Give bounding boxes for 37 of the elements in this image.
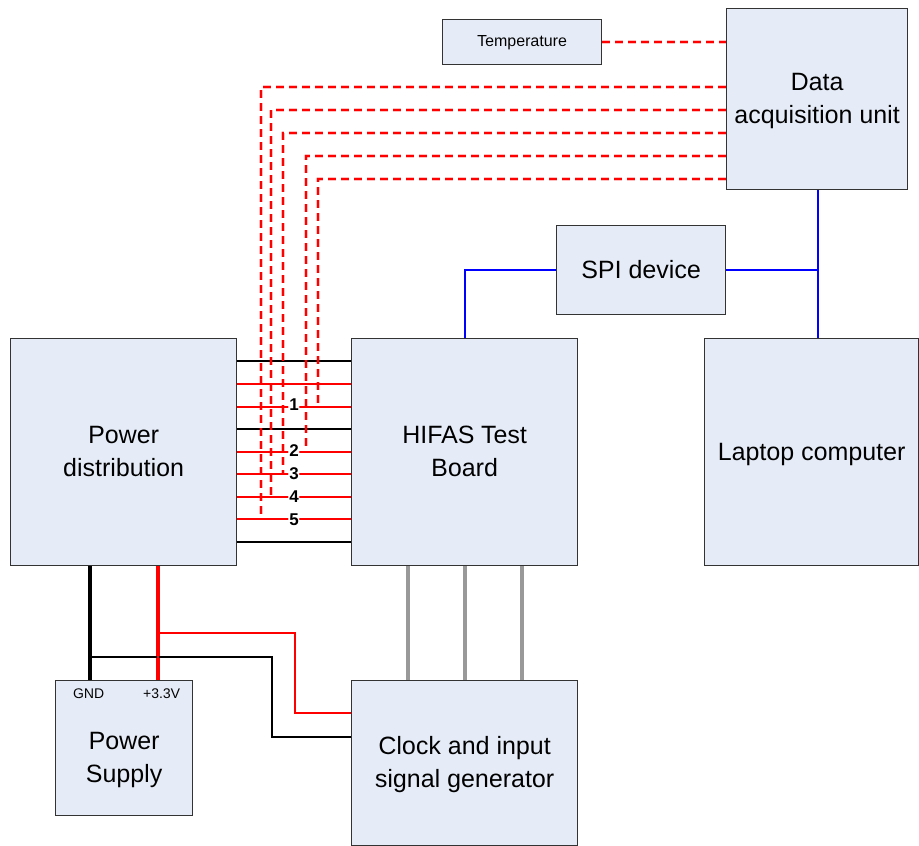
power-distribution-box [10, 338, 237, 566]
wire [237, 428, 351, 430]
pin-label: GND [73, 685, 104, 701]
wire [237, 518, 351, 520]
wire [156, 566, 160, 680]
sensor-box [442, 19, 602, 65]
box-title: Temperature [477, 32, 567, 52]
wire [157, 632, 351, 714]
wire [237, 406, 351, 408]
wire [89, 656, 351, 738]
box-title: Power distribution [62, 420, 185, 484]
pin-label: +3.3V [143, 685, 180, 701]
wire [520, 566, 524, 680]
wire [237, 383, 351, 385]
wire [237, 496, 351, 498]
wire [237, 541, 351, 543]
daq-box [726, 8, 908, 190]
box-title: Clock and input signal generator [374, 731, 556, 795]
wire [88, 566, 92, 680]
dashed-wire [602, 40, 726, 44]
box-title: Power Supply [84, 726, 164, 790]
box-title: SPI device [581, 254, 701, 286]
wire [237, 473, 351, 475]
wire [237, 451, 351, 453]
box-title: Laptop computer [718, 436, 906, 468]
wire [464, 269, 556, 338]
wire [406, 566, 410, 680]
computer-box [704, 338, 919, 566]
device-box [556, 225, 726, 315]
box-title: HIFAS Test Board [401, 420, 528, 484]
wire [817, 190, 819, 338]
box-title: Data acquisition unit [734, 67, 900, 131]
generator-box [351, 680, 578, 846]
power-supply-box [55, 680, 193, 816]
wire [463, 566, 467, 680]
test-board-box [351, 338, 578, 566]
wire [237, 360, 351, 362]
